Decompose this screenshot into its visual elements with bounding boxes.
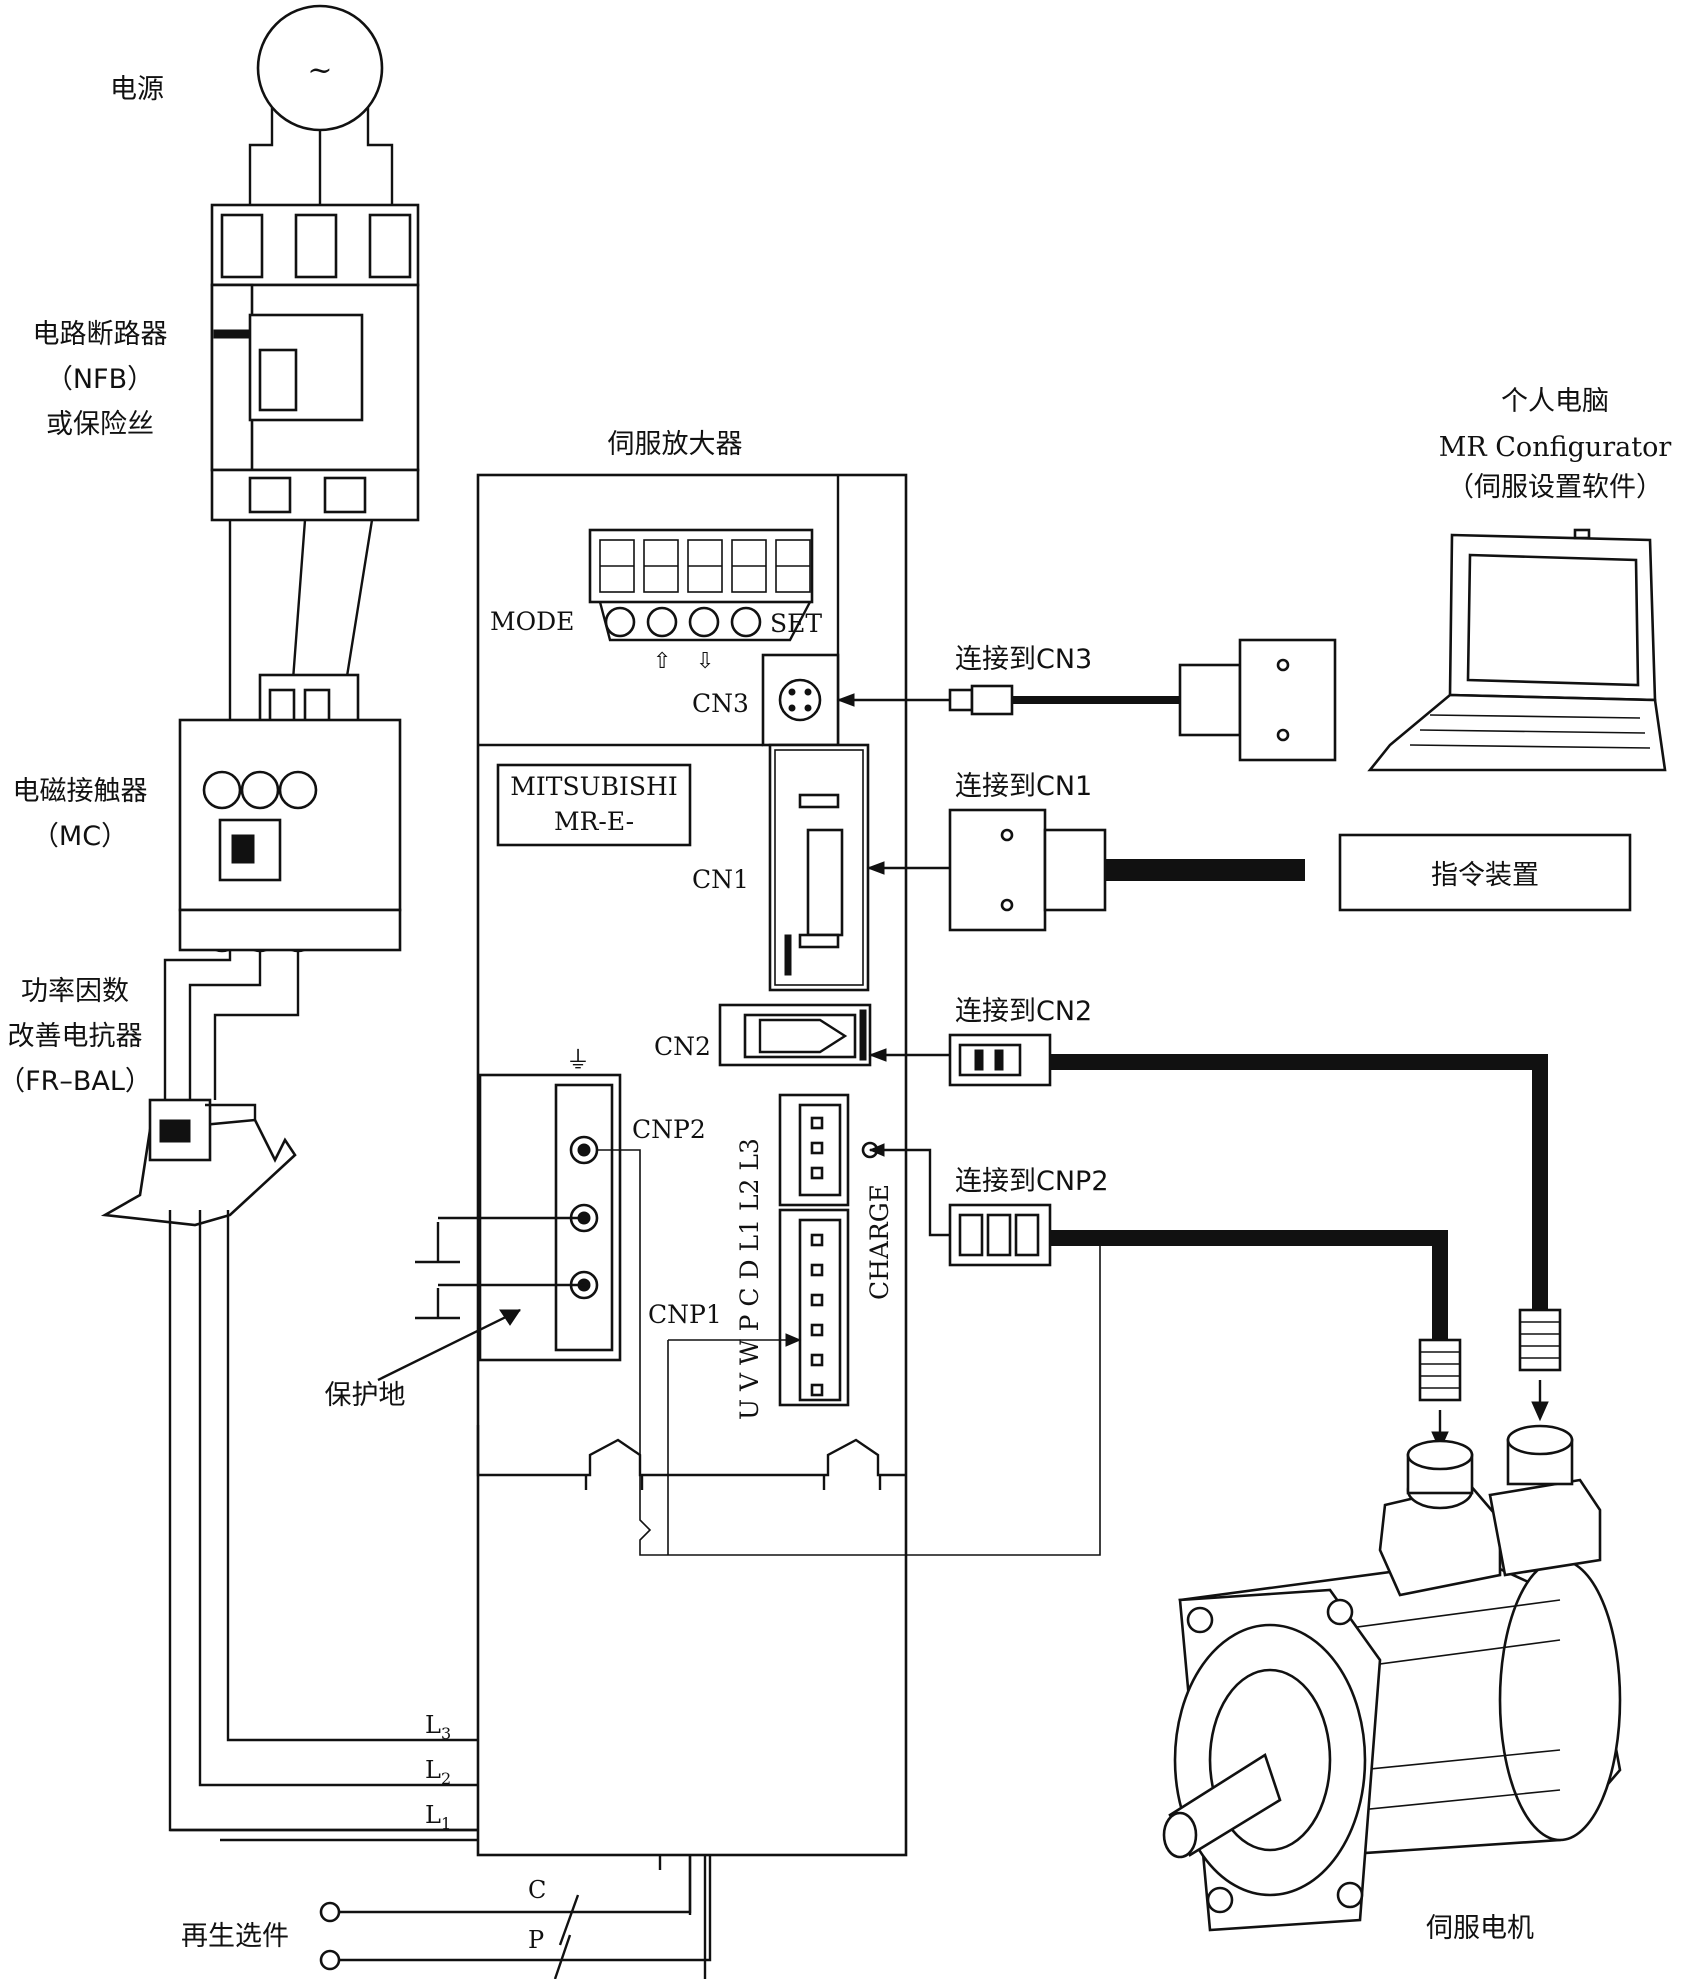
mode-buttons xyxy=(604,606,762,638)
pc-label-3: （伺服设置软件） xyxy=(1447,472,1663,503)
command-device-label: 指令装置 xyxy=(1431,860,1539,891)
cnp2-cable xyxy=(948,1203,1448,1340)
down-arrow-icon: ⇩ xyxy=(696,649,714,674)
reactor-label-2: 改善电抗器 xyxy=(8,1021,143,1052)
brand-plate xyxy=(496,763,692,847)
power-factor-reactor xyxy=(100,1098,297,1227)
cn1-label: CN1 xyxy=(692,865,749,894)
wire-c-label: C xyxy=(528,1876,546,1904)
laptop-icon xyxy=(1367,528,1667,772)
cn2-cable xyxy=(948,1033,1548,1340)
cn2-label: CN2 xyxy=(654,1032,711,1061)
power-source-label: 电源 xyxy=(110,74,164,105)
l3-label: L3 xyxy=(425,1711,451,1743)
ac-symbol: ~ xyxy=(307,53,332,88)
wire-p-label: P xyxy=(528,1926,544,1954)
cn3-cable xyxy=(948,638,1337,762)
seven-segment-display xyxy=(588,528,814,604)
protective-earth-label: 保护地 xyxy=(325,1380,406,1411)
up-arrow-icon: ⇧ xyxy=(653,649,671,674)
reactor-label-3: （FR–BAL） xyxy=(0,1066,152,1097)
breaker-label-3: 或保险丝 xyxy=(46,409,154,440)
pc-label-1: 个人电脑 xyxy=(1501,386,1609,417)
cn1-port xyxy=(768,743,870,992)
cn3-port xyxy=(761,653,840,747)
motor-connectors xyxy=(1418,1308,1562,1452)
connect-cnp2-label: 连接到CNP2 xyxy=(955,1166,1109,1197)
mode-button[interactable] xyxy=(604,606,636,638)
brand-line-2: MR-E- xyxy=(554,807,634,836)
cn3-label: CN3 xyxy=(692,689,749,718)
terminal-block xyxy=(778,1093,879,1407)
regen-option-label: 再生选件 xyxy=(181,1921,289,1952)
amplifier-title: 伺服放大器 xyxy=(608,429,743,460)
set-button[interactable] xyxy=(730,606,762,638)
contactor-label-2: （MC） xyxy=(32,821,128,852)
cnp2-label: CNP2 xyxy=(632,1115,706,1144)
terminal-strip-labels: U V W P C D L1 L2 L3 xyxy=(735,1138,764,1420)
cnp1-label: CNP1 xyxy=(648,1300,722,1329)
contactor-label-1: 电磁接触器 xyxy=(13,776,148,807)
connect-cn1-label: 连接到CN1 xyxy=(955,771,1092,802)
brand-line-1: MITSUBISHI xyxy=(510,772,677,801)
ground-icon: ⏚ xyxy=(566,1046,590,1074)
breaker-label-1: 电路断路器 xyxy=(33,319,168,350)
cn1-cable xyxy=(948,808,1305,932)
mode-label: MODE xyxy=(490,607,574,636)
charge-label: CHARGE xyxy=(865,1184,894,1300)
set-label: SET xyxy=(770,609,822,638)
up-button[interactable] xyxy=(646,606,678,638)
cn2-port xyxy=(718,1003,872,1067)
pc-label-2: MR Configurator xyxy=(1439,432,1672,463)
servo-motor xyxy=(1162,1424,1622,1932)
reactor-label-1: 功率因数 xyxy=(21,976,129,1007)
command-device-box xyxy=(1338,833,1632,912)
l1-label: L1 xyxy=(425,1801,451,1833)
connect-cn2-label: 连接到CN2 xyxy=(955,996,1092,1027)
power-source: ~ xyxy=(248,4,394,205)
circuit-breaker xyxy=(210,203,420,522)
breaker-label-2: （NFB） xyxy=(46,364,154,395)
down-button[interactable] xyxy=(688,606,720,638)
motor-label: 伺服电机 xyxy=(1426,1913,1534,1944)
magnetic-contactor xyxy=(178,673,402,953)
connect-cn3-label: 连接到CN3 xyxy=(955,644,1092,675)
l2-label: L2 xyxy=(425,1756,451,1788)
